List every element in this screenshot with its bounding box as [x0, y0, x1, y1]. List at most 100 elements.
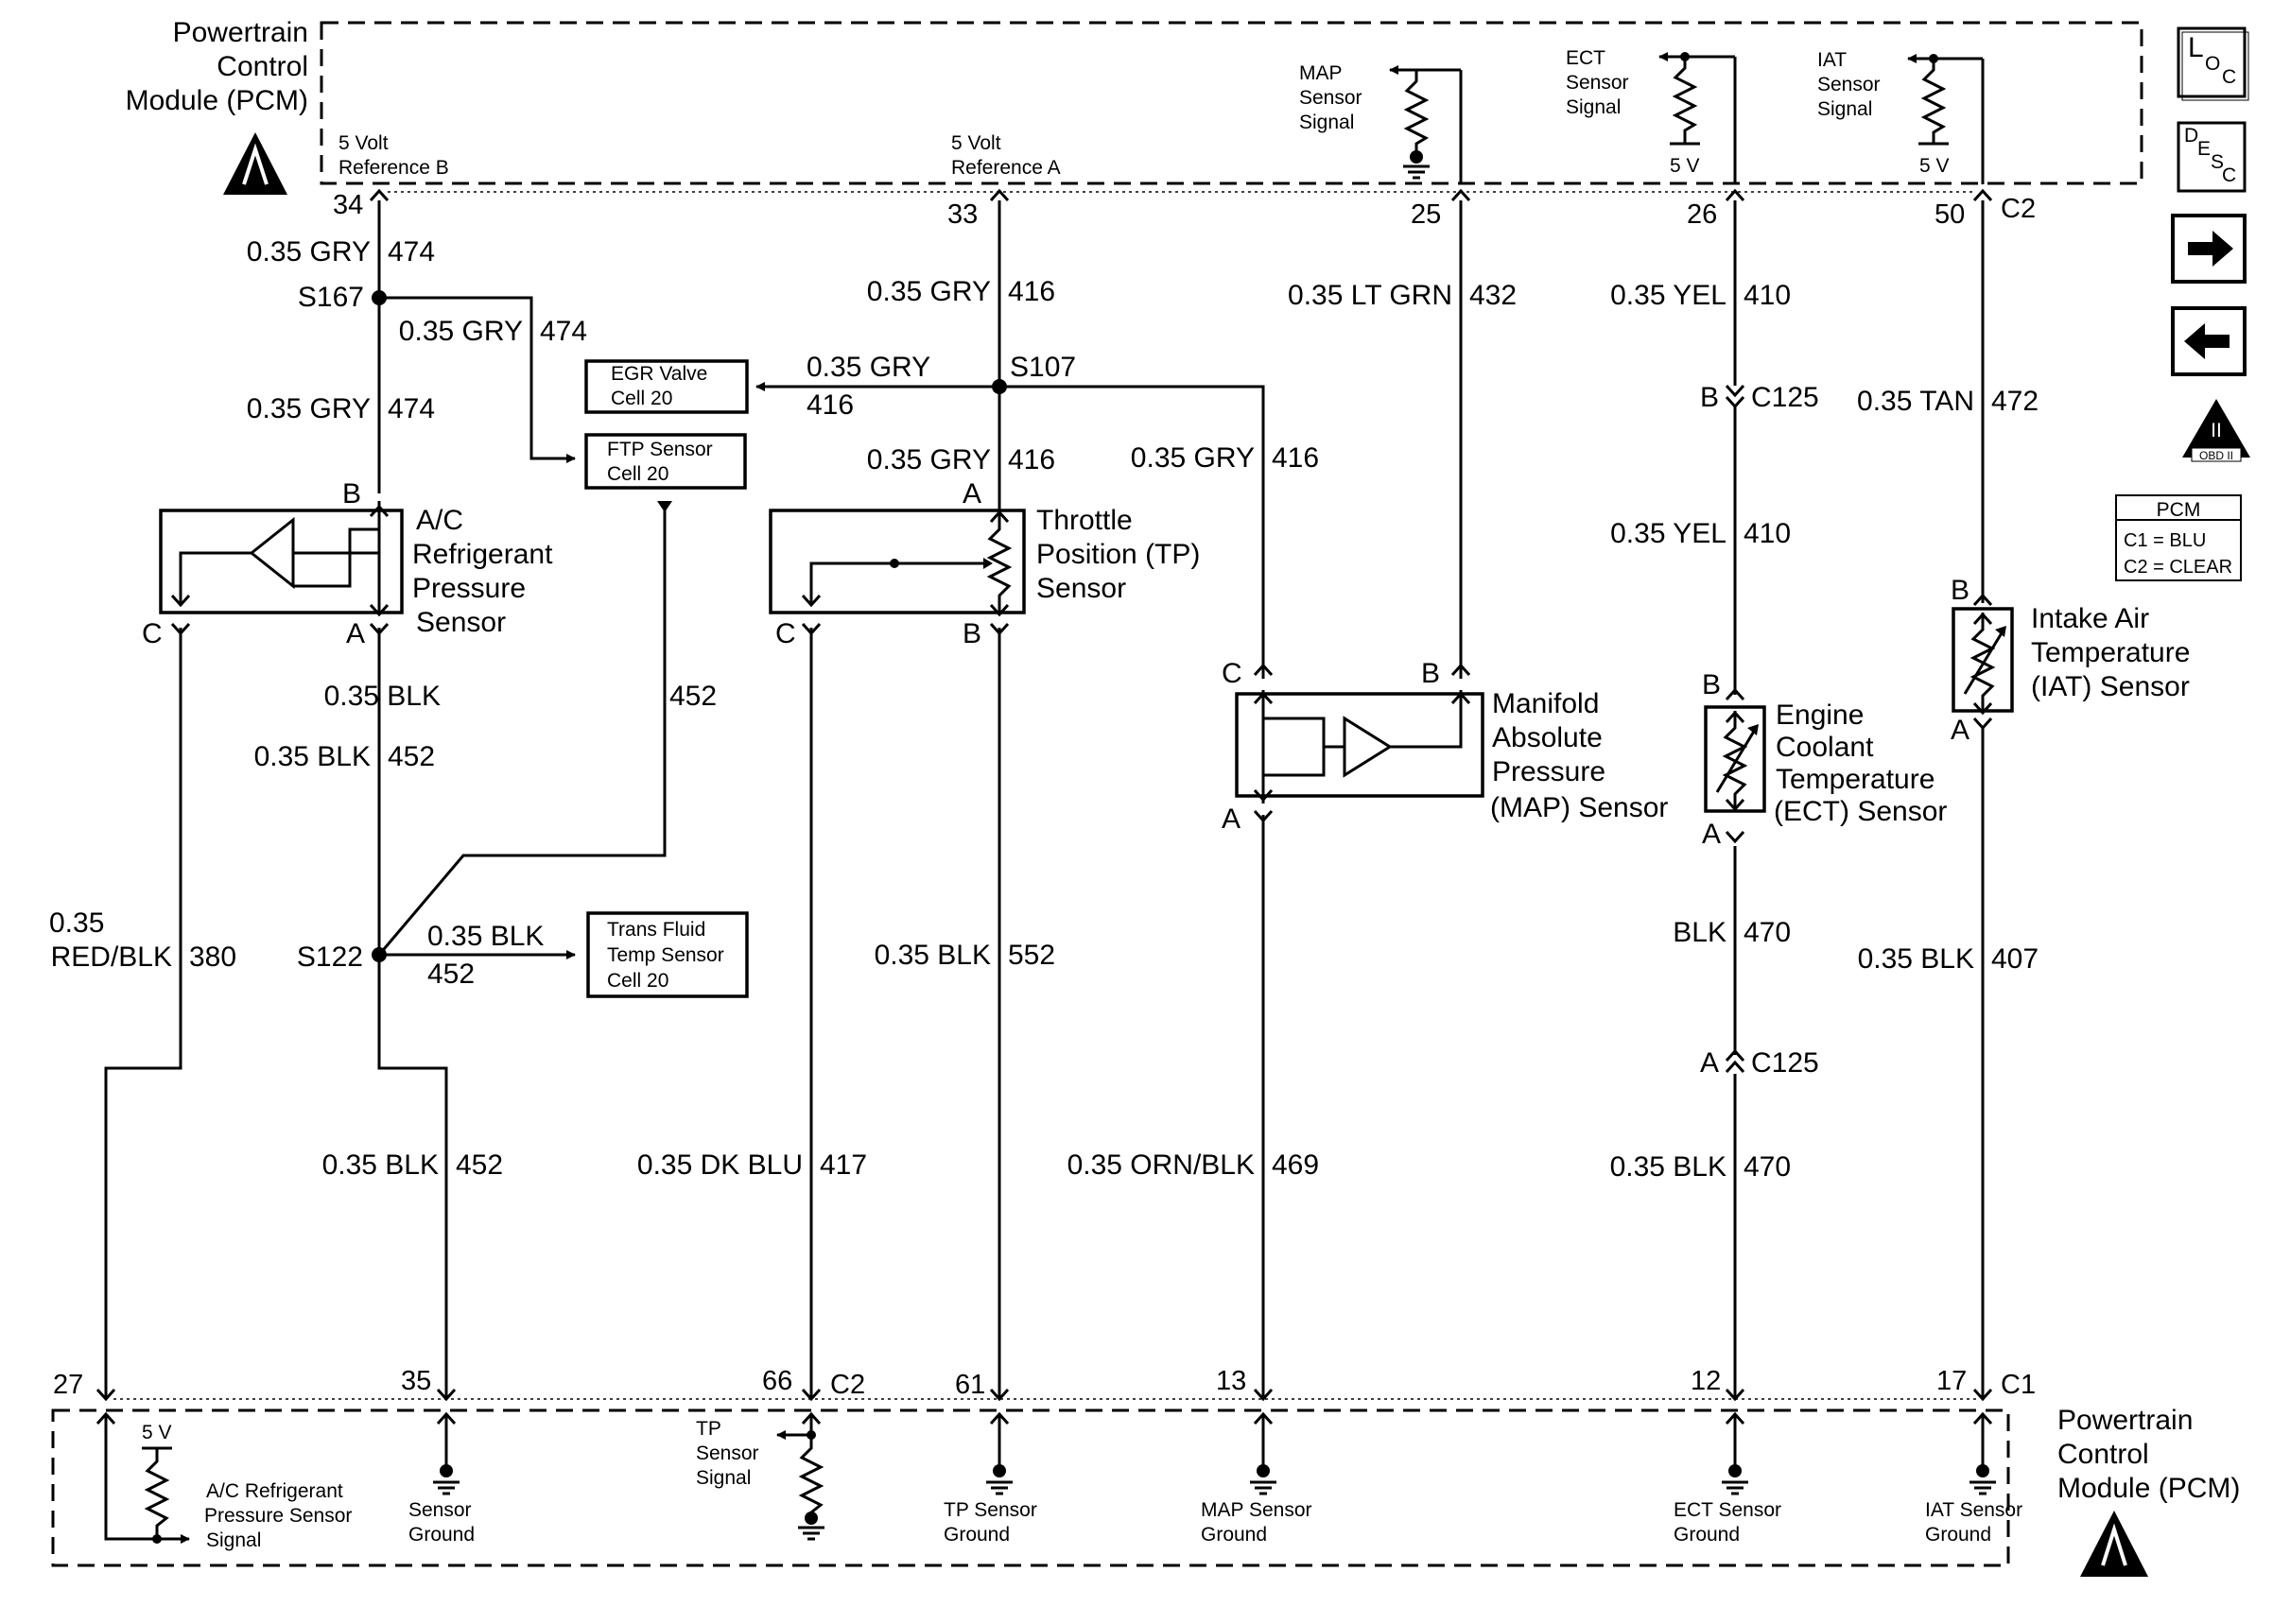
pcm-top-title-2: Control [217, 51, 308, 82]
next-page-arrow-icon[interactable] [2171, 214, 2247, 284]
pcm-bottom-title-2: Control [2057, 1439, 2149, 1470]
iat-sensor-label-3: (IAT) Sensor [2031, 671, 2190, 702]
wire-410-a-num: 410 [1744, 280, 1791, 311]
location-icon[interactable]: L O C [2177, 26, 2249, 101]
ac-pressure-sensor: B C A A/C Refrigerant Pressure Sensor [142, 478, 553, 649]
wire-407-num: 407 [1991, 943, 2039, 975]
map-sensor: C B A Manifold Absolute Pressure (MAP) S… [1222, 658, 1668, 835]
c125-pin-b: B [1700, 382, 1719, 413]
connector-c2-top: C2 [2001, 194, 2036, 224]
egr-ref-label-1: EGR Valve [611, 363, 707, 385]
ect-sensor-label-3: Temperature [1776, 764, 1935, 795]
wire-472-gauge: 0.35 TAN [1857, 386, 1974, 417]
wire-470-b-num: 470 [1744, 1151, 1791, 1183]
wire-416-c-gauge: 0.35 GRY [867, 444, 991, 475]
ac-sensor-label-3: Pressure [412, 573, 526, 604]
iat-ground-label-2: Ground [1925, 1524, 1991, 1546]
splice-s122: S122 [297, 942, 363, 973]
wire-432-num: 432 [1469, 280, 1517, 311]
ref-a-label-2: Reference A [951, 157, 1061, 179]
ect-signal-label-2: Sensor [1566, 72, 1629, 94]
pcm-legend-title: PCM [2157, 499, 2201, 521]
tp-ground-label-2: Ground [944, 1524, 1010, 1546]
ac-sensor-label-4: Sensor [416, 607, 506, 638]
pin-17: 17 [1936, 1366, 1967, 1396]
svg-text:D: D [2184, 125, 2198, 147]
pin-26: 26 [1687, 199, 1717, 230]
connector-c2-bottom: C2 [830, 1370, 865, 1400]
wire-416-c-num: 416 [1008, 444, 1055, 475]
wire-474-a-gauge: 0.35 GRY [247, 236, 371, 268]
pcm-top-title-1: Powertrain [173, 17, 308, 48]
tp-sensor: A C B Throttle Position (TP) Sensor [769, 478, 1200, 649]
svg-text:C: C [2222, 66, 2236, 88]
ect-ground-label-2: Ground [1674, 1524, 1740, 1546]
ect-sensor-label-2: Coolant [1776, 732, 1874, 763]
map-signal-label-1: MAP [1299, 62, 1343, 84]
ac-pin-a: A [346, 618, 365, 649]
pin-13: 13 [1216, 1366, 1246, 1396]
wire-410-b-num: 410 [1744, 518, 1791, 549]
ref-b-label-1: 5 Volt [338, 132, 389, 154]
wire-417-num: 417 [820, 1149, 867, 1181]
map-ground-label-1: MAP Sensor [1201, 1499, 1312, 1521]
pcm-connector-legend: PCM C1 = BLU C2 = CLEAR [2115, 494, 2242, 581]
egr-valve-ref-box[interactable]: EGR Valve Cell 20 [584, 359, 749, 414]
tft-ref-label-3: Cell 20 [607, 970, 668, 992]
description-icon[interactable]: D E S C [2177, 121, 2247, 193]
iat-sensor-label-2: Temperature [2031, 637, 2190, 668]
pcm-top-title-3: Module (PCM) [126, 85, 308, 116]
wire-407-gauge: 0.35 BLK [1858, 943, 1974, 975]
ect-signal-label-3: Signal [1566, 96, 1621, 118]
trans-fluid-temp-ref-box[interactable]: Trans Fluid Temp Sensor Cell 20 [586, 911, 749, 998]
wire-416-d-num: 416 [1272, 442, 1319, 474]
connector-c1-bottom: C1 [2001, 1370, 2036, 1400]
tp-pin-c: C [775, 618, 796, 649]
ect-ground-label-1: ECT Sensor [1674, 1499, 1781, 1521]
iat-sensor-label-1: Intake Air [2031, 603, 2149, 634]
ac-signal-label-1: A/C Refrigerant [206, 1480, 343, 1502]
pcm-top-box: Powertrain Control Module (PCM) 5 Volt R… [126, 17, 2143, 195]
wire-452-a-num: 452 [669, 681, 717, 712]
ref-b-label-2: Reference B [338, 157, 449, 179]
ftp-sensor-ref-box[interactable]: FTP Sensor Cell 20 [584, 433, 747, 490]
map-sensor-label-4: (MAP) Sensor [1490, 792, 1668, 823]
iat-signal-label-1: IAT [1817, 49, 1847, 71]
c125-top: C125 [1751, 382, 1819, 413]
iat-ground-label-1: IAT Sensor [1925, 1499, 2022, 1521]
map-sensor-label-1: Manifold [1492, 688, 1599, 719]
tp-signal-label-3: Signal [696, 1467, 751, 1489]
tft-ref-label-2: Temp Sensor [607, 944, 724, 966]
wire-432-gauge: 0.35 LT GRN [1288, 280, 1452, 311]
ftp-ref-label-2: Cell 20 [607, 463, 668, 485]
map-pin-c: C [1222, 658, 1242, 689]
iat-signal-label-3: Signal [1817, 98, 1872, 120]
iat-pin-b: B [1951, 575, 1969, 606]
wire-452-d-num: 452 [456, 1149, 503, 1181]
pin-12: 12 [1691, 1366, 1721, 1396]
map-pin-a: A [1222, 803, 1241, 835]
wire-552-gauge: 0.35 BLK [875, 940, 991, 971]
pin-34: 34 [333, 190, 363, 220]
wire-416-a-gauge: 0.35 GRY [867, 276, 991, 307]
tp-pin-a: A [963, 478, 981, 510]
pin-61: 61 [955, 1370, 985, 1400]
wire-416-b-gauge: 0.35 GRY [807, 352, 930, 383]
previous-page-arrow-icon[interactable] [2171, 306, 2247, 376]
pin-66: 66 [762, 1366, 792, 1396]
ac-pin-b: B [342, 478, 361, 510]
sensor-ground-label-2: Ground [408, 1524, 475, 1546]
svg-text:S: S [2211, 151, 2224, 173]
ac-sensor-label-2: Refrigerant [412, 539, 553, 570]
wire-380-gauge-1: 0.35 [49, 907, 104, 939]
ect-signal-label-1: ECT [1566, 47, 1605, 69]
svg-text:O: O [2205, 53, 2220, 75]
c125-pin-a: A [1700, 1047, 1719, 1079]
pcm-legend-c1: C1 = BLU [2124, 530, 2206, 551]
wire-474-a-num: 474 [388, 236, 435, 268]
egr-ref-label-2: Cell 20 [611, 388, 672, 409]
obd-ii-icon[interactable]: II OBD II [2182, 399, 2250, 462]
wire-410-a-gauge: 0.35 YEL [1610, 280, 1726, 311]
ac-5v-label: 5 V [142, 1422, 172, 1443]
